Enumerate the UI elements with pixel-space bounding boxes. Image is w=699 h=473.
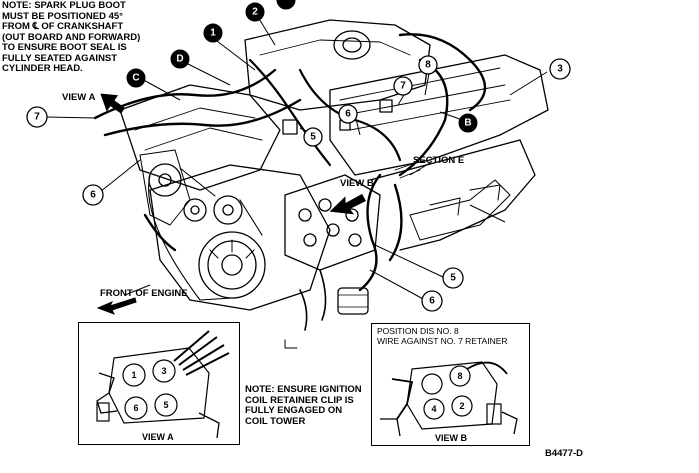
figure-code: B4477-D — [545, 448, 584, 459]
front-of-engine-label: FRONT OF ENGINE — [100, 288, 188, 299]
callout-2: 2 — [252, 7, 258, 18]
callout-1: 1 — [210, 28, 216, 39]
view-a-tower-6: 6 — [133, 403, 138, 413]
inset-view-b-title: VIEW B — [435, 433, 468, 443]
section-e-label: SECTION E — [413, 155, 465, 166]
view-a-coil-drawing: 1 3 6 5 — [96, 330, 230, 439]
callout-letter-b: B — [464, 118, 471, 129]
callout-3: 3 — [557, 64, 563, 75]
view-a-tower-3: 3 — [161, 366, 166, 376]
callout-8: 8 — [425, 60, 431, 71]
inset-view-a-title: VIEW A — [142, 432, 174, 442]
callout-6-left: 6 — [90, 190, 96, 201]
view-a-tower-1: 1 — [131, 370, 136, 380]
view-b-tower-2: 2 — [459, 401, 464, 411]
callout-letter-c: C — [132, 73, 139, 84]
ignition-coil-note: NOTE: ENSURE IGNITION COIL RETAINER CLIP… — [245, 384, 362, 427]
inset-view-a: 1 3 6 5 VIEW A — [78, 322, 240, 445]
callout-5-upper: 5 — [310, 132, 316, 143]
view-b-label: VIEW B — [340, 178, 374, 189]
callout-5-lower: 5 — [450, 273, 456, 284]
callout-letter-d: D — [176, 54, 183, 65]
position-dis-note: POSITION DIS NO. 8 WIRE AGAINST NO. 7 RE… — [377, 326, 508, 346]
callout-6-lower: 6 — [429, 296, 435, 307]
callout-7-left: 7 — [34, 112, 40, 123]
inset-view-b: POSITION DIS NO. 8 WIRE AGAINST NO. 7 RE… — [371, 323, 530, 446]
callout-6-upper: 6 — [345, 109, 351, 120]
spark-plug-boot-note: NOTE: SPARK PLUG BOOT MUST BE POSITIONED… — [2, 0, 141, 74]
view-a-label: VIEW A — [62, 92, 96, 103]
view-a-tower-5: 5 — [163, 400, 168, 410]
view-b-tower-4: 4 — [431, 404, 436, 414]
view-b-tower-8: 8 — [457, 371, 462, 381]
view-b-coil-drawing: 8 4 2 — [380, 361, 518, 437]
callout-7-right: 7 — [400, 81, 406, 92]
